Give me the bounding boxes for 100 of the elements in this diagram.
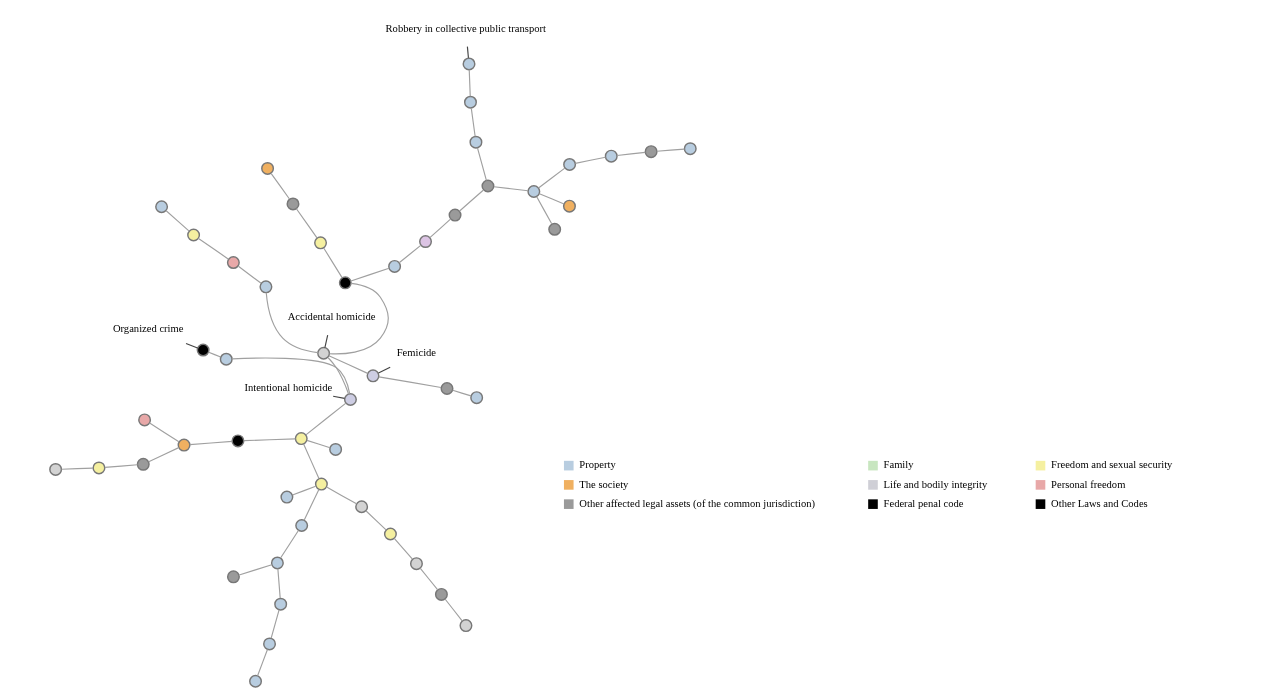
node-circle [226, 570, 240, 584]
node-circle [138, 413, 152, 427]
connector [197, 237, 230, 260]
node-circle [259, 280, 273, 294]
connector [537, 167, 566, 189]
connector [208, 351, 222, 358]
node-circle [463, 95, 477, 109]
node-circle [604, 149, 618, 163]
node-circle [469, 135, 483, 149]
connector [476, 147, 487, 181]
node-circle [261, 161, 275, 175]
connector [656, 148, 686, 152]
node-circle [338, 276, 352, 290]
connector [466, 46, 469, 59]
node-circle [527, 185, 541, 198]
legend-label: Property [579, 459, 616, 471]
connector [350, 267, 390, 282]
connector [419, 567, 439, 591]
node-text: Accidental homicide [287, 311, 376, 323]
node-circle [459, 619, 473, 633]
node-circle [274, 597, 288, 611]
node-circle [219, 352, 233, 366]
connector [470, 107, 476, 137]
node-circle [314, 236, 328, 250]
connector [305, 402, 347, 436]
node-circle [409, 557, 423, 571]
node-circle [280, 490, 294, 504]
node-circle [448, 208, 462, 222]
connector [328, 282, 389, 355]
node-circle [366, 369, 380, 383]
connector [238, 564, 273, 576]
node-text: Organized crime [112, 322, 184, 334]
connector [295, 208, 318, 239]
connector [323, 247, 343, 279]
connector [429, 218, 452, 239]
connector [61, 467, 94, 470]
node-circle [286, 197, 300, 211]
connector [257, 648, 269, 677]
legend-label: Life and bodily integrity [883, 478, 988, 490]
node-text: Femicide [396, 347, 437, 359]
connector [324, 334, 329, 349]
node-text: Robbery in collective public transport [385, 22, 546, 34]
connector [327, 357, 350, 395]
node-circle [434, 587, 448, 601]
node-circle [92, 461, 106, 475]
connector [306, 439, 331, 449]
connector [574, 156, 607, 164]
node-circle [548, 222, 562, 236]
node-circle [343, 393, 357, 406]
legend-label: Other Laws and Codes [1051, 497, 1148, 509]
node-circle [481, 179, 495, 193]
node-circle [295, 518, 309, 532]
connector [398, 244, 422, 264]
legend-label: Family [883, 459, 914, 471]
node-circle [317, 346, 331, 360]
connector [280, 529, 299, 559]
connector [393, 537, 413, 560]
node-circle [155, 200, 169, 214]
connector [237, 265, 262, 284]
node-circle [419, 235, 433, 249]
connector [270, 173, 291, 200]
node-circle [314, 477, 328, 491]
connector [185, 342, 199, 349]
legend-label: Federal penal code [883, 497, 964, 509]
connector [270, 609, 280, 639]
node-circle [329, 442, 343, 456]
node-circle [294, 432, 308, 446]
node-circle [644, 145, 658, 159]
node-circle [440, 382, 454, 395]
legend-label: Personal freedom [1051, 478, 1126, 490]
node-circle [49, 462, 63, 476]
node-circle [388, 259, 402, 273]
connector [104, 464, 139, 469]
connector [452, 389, 472, 397]
connector [444, 598, 463, 622]
connector [303, 488, 320, 521]
node-circle [562, 199, 576, 213]
node-circle [383, 527, 397, 541]
node-circle [263, 637, 277, 651]
node-text: Intentional homicide [244, 381, 333, 393]
node-circle [136, 457, 150, 471]
node-circle [462, 57, 476, 71]
connector [148, 447, 180, 463]
connector [493, 186, 529, 192]
node-circle [355, 500, 369, 514]
connector [189, 440, 233, 446]
connector [377, 366, 391, 374]
node-circle [563, 157, 577, 171]
connector [378, 376, 442, 389]
connector [231, 357, 351, 395]
connector [243, 438, 296, 442]
legend-label: Other affected legal assets (of the common jurisdiction) [579, 497, 816, 509]
node-circle [270, 556, 284, 570]
node-circle [249, 674, 263, 688]
node-circle [470, 391, 484, 405]
connector [303, 443, 320, 480]
connector [536, 196, 553, 225]
node-circle [683, 142, 697, 156]
node-circle [226, 256, 240, 270]
connector [328, 355, 369, 374]
